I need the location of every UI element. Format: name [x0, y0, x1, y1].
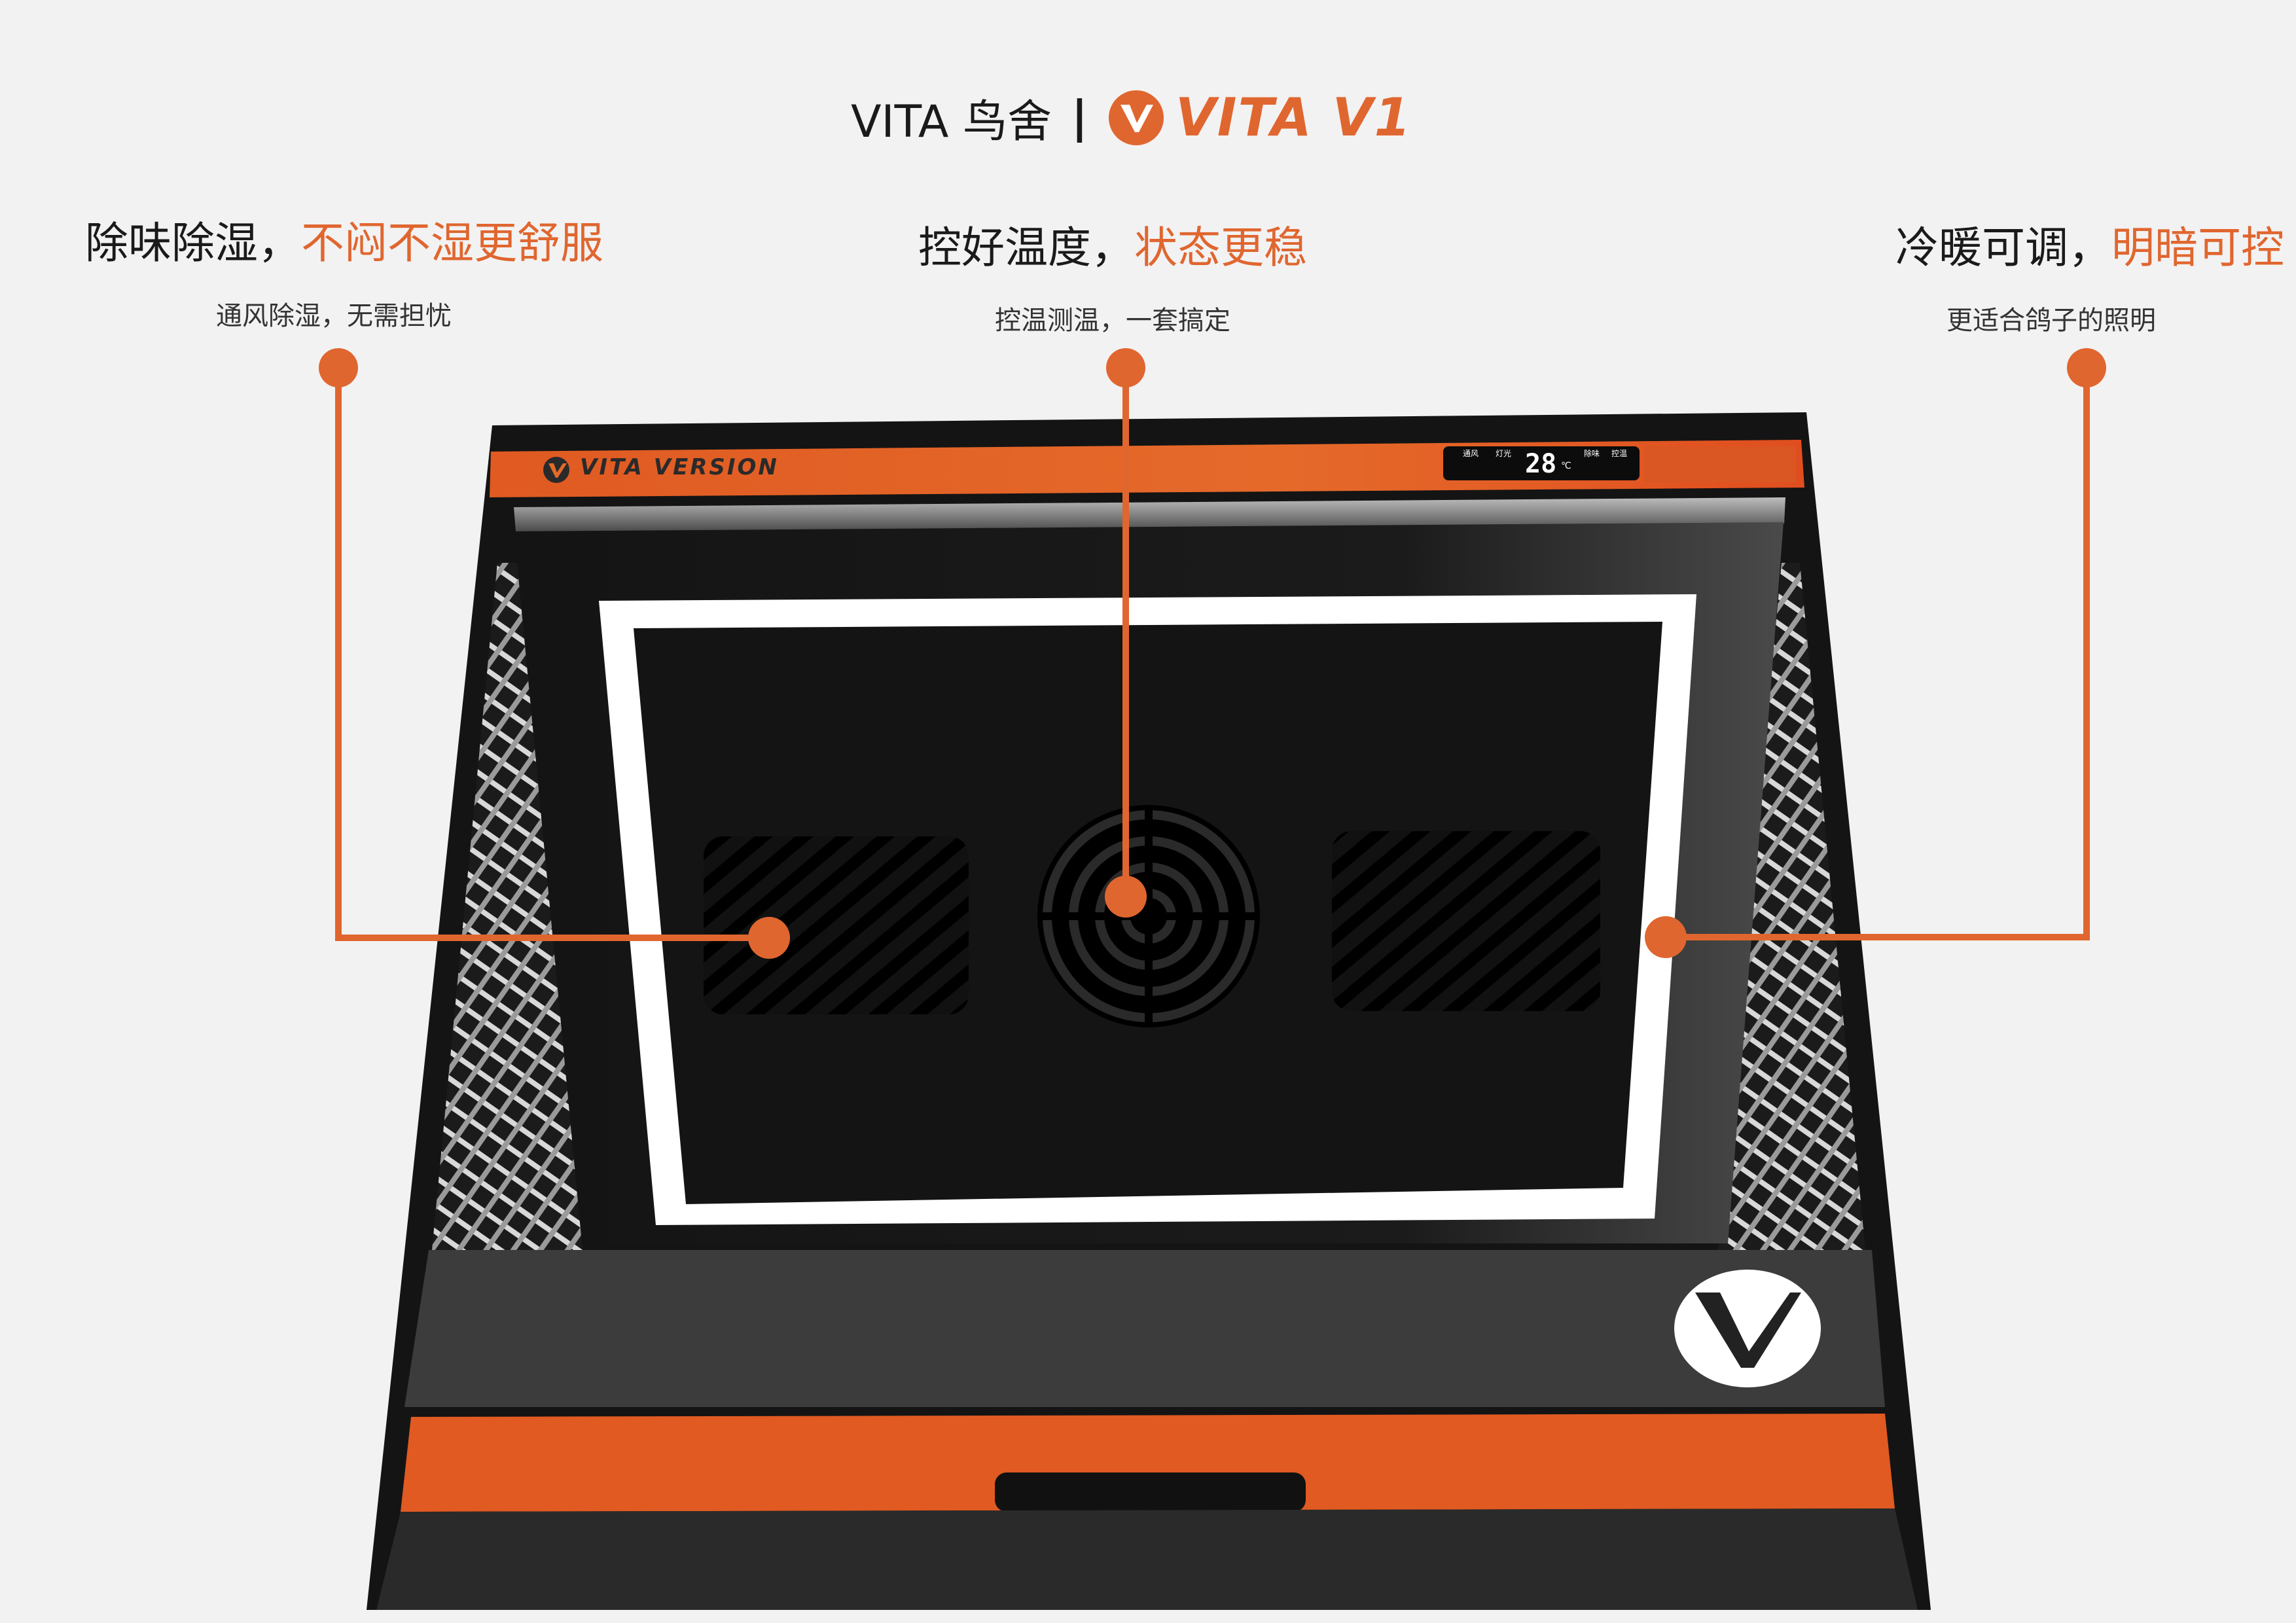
top-logo-icon: [543, 457, 569, 483]
control-display: [1443, 446, 1640, 480]
feature-temperature: 控好温度，状态更稳 控温测温，一套搞定: [785, 213, 1440, 337]
callout-lines: [335, 368, 2090, 941]
top-bar-brand-text: VITA VERSION: [580, 454, 779, 480]
display-label-temp: 控温: [1611, 449, 1628, 458]
display-unit: ℃: [1561, 461, 1571, 471]
front-logo-icon: [1674, 1270, 1821, 1387]
display-label-deodor: 除味: [1584, 449, 1600, 458]
fan-grille: [1037, 805, 1260, 1027]
right-vent-grille: [1332, 831, 1600, 1011]
title-label: VITA 鸟舍: [851, 96, 1052, 148]
feature-lighting: 冷暖可调，明暗可控 更适合鸽子的照明: [1806, 213, 2284, 337]
feature-heading-main: 控好温度，: [918, 223, 1134, 273]
vita-logo-icon: [1108, 90, 1164, 145]
drawer: [401, 1414, 1895, 1512]
feature-subtitle: 更适合鸽子的照明: [1946, 306, 2156, 336]
feature-heading-accent: 状态更稳: [1134, 223, 1307, 273]
display-temperature: 28: [1525, 449, 1557, 479]
title-brand: VITA V1: [1175, 87, 1412, 148]
feature-heading-main: 冷暖可调，: [1895, 223, 2111, 273]
left-mesh-wall: [432, 563, 583, 1250]
page-title: VITA 鸟舍 | VITA V1: [851, 85, 1412, 150]
drawer-handle: [995, 1472, 1306, 1512]
display-label-light: 灯光: [1496, 449, 1512, 458]
feature-heading-accent: 不闷不湿更舒服: [301, 218, 603, 268]
feature-subtitle: 通风除湿，无需担忧: [216, 301, 452, 331]
speaker-grille: [1644, 446, 1796, 482]
feature-heading: 冷暖可调，明暗可控: [1806, 213, 2284, 276]
display-label-vent: 通风: [1463, 449, 1479, 458]
feature-deodorize: 除味除湿，不闷不湿更舒服 通风除湿，无需担忧: [85, 208, 805, 332]
left-vent-grille: [704, 836, 969, 1014]
feature-heading: 除味除湿，不闷不湿更舒服: [85, 208, 805, 271]
callout-dots: [319, 348, 2106, 959]
feature-subtitle: 控温测温，一套搞定: [995, 306, 1230, 336]
right-mesh-wall: [1718, 563, 1865, 1250]
feature-heading-main: 除味除湿，: [85, 218, 301, 268]
feature-heading-accent: 明暗可控: [2111, 223, 2284, 273]
control-display-readout: 通风 灯光 28 ℃ 除味 控温: [1456, 445, 1633, 482]
title-separator: |: [1071, 92, 1088, 143]
feature-heading: 控好温度，状态更稳: [785, 213, 1440, 276]
front-panel: [404, 1250, 1885, 1407]
